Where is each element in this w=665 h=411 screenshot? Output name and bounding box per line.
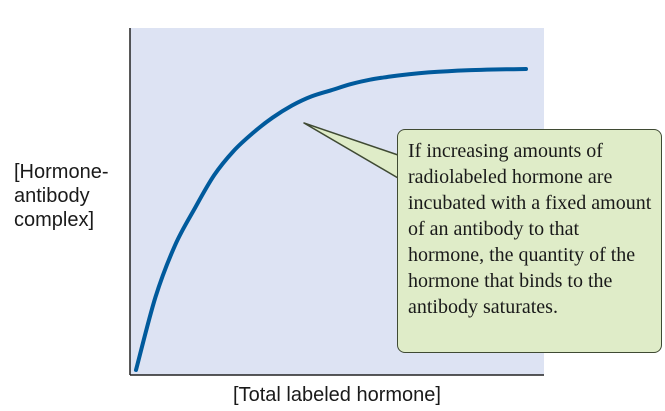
callout-annotation: If increasing amounts of radiolabeled ho… xyxy=(397,129,662,353)
series-line xyxy=(134,67,528,372)
x-axis-label: [Total labeled hormone] xyxy=(233,384,441,406)
y-axis-label: [Hormone- antibody complex] xyxy=(14,161,109,231)
